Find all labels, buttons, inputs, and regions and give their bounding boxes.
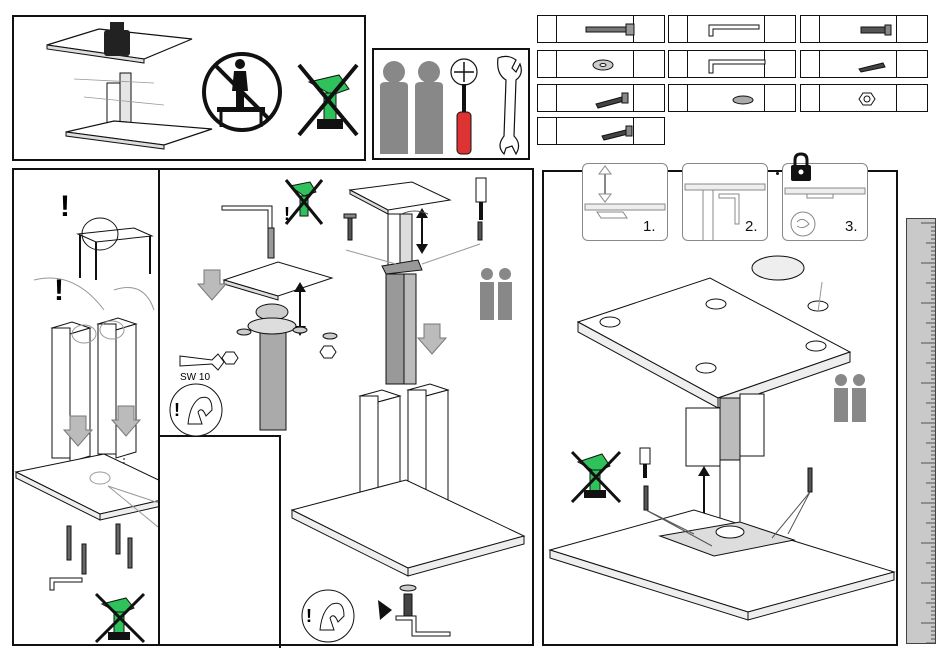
lock-step-1-illustration (583, 164, 669, 242)
ruler-ticks (907, 219, 936, 644)
screw-icon (558, 120, 638, 144)
no-standing-icon (204, 54, 280, 130)
person-icon (415, 61, 443, 154)
lock-step-2-label: 2. (745, 218, 758, 235)
person-icon (380, 61, 408, 154)
hardware-cell-hex-key-short (668, 15, 796, 43)
hardware-cell-nut (800, 84, 928, 112)
lock-step-1-label: 1. (643, 218, 656, 235)
no-drill-icon (286, 180, 322, 224)
screwdriver-icon (476, 178, 486, 220)
hex-key-icon (689, 18, 769, 42)
two-people-icon (834, 374, 866, 422)
hardware-cell-hex-key-long (668, 50, 796, 78)
no-drill-icon (572, 452, 620, 502)
hardware-cell-screw-long (537, 117, 665, 145)
svg-text:!: ! (60, 190, 70, 223)
hardware-cell-bolt-long (537, 15, 665, 43)
no-drill-icon (299, 65, 357, 135)
wrench-icon (498, 56, 522, 154)
hex-key-icon (689, 53, 769, 77)
lock-step-3-label: 3. (845, 218, 858, 235)
lock-disc-icon (689, 87, 769, 111)
warning-illustration (14, 17, 368, 163)
measuring-ruler (906, 218, 936, 644)
lock-step-1-box: 1. (582, 163, 668, 241)
hardware-cell-screw-wood (800, 50, 928, 78)
two-people-icon (480, 268, 512, 320)
nut-icon (821, 87, 901, 111)
bolt-icon (558, 87, 638, 111)
washer-icon (558, 53, 638, 77)
no-drill-icon (96, 594, 144, 642)
svg-text:!: ! (284, 204, 290, 224)
hardware-cell-screw-short (800, 15, 928, 43)
screw-icon (821, 18, 901, 42)
step3-illustration (544, 172, 900, 648)
wrench-size-label: SW 10 (180, 372, 210, 383)
hardware-cell-bolt-medium (537, 84, 665, 112)
tools-panel (372, 48, 530, 160)
screwdriver-icon (640, 448, 650, 478)
step2-illustration: ! SW 10 ! (160, 170, 536, 648)
screw-icon (821, 53, 901, 77)
bolt-icon (558, 18, 638, 42)
lock-icon (788, 152, 814, 182)
step2-panel: ! SW 10 ! (158, 168, 534, 646)
svg-text:!: ! (306, 606, 312, 626)
screwdriver-icon (451, 59, 477, 154)
lock-step-2-box: 2. (682, 163, 768, 241)
warning-panel (12, 15, 366, 161)
tools-illustration (374, 50, 532, 162)
hardware-cell-washer (537, 50, 665, 78)
svg-text:!: ! (174, 400, 180, 420)
hardware-cell-lock-disc (668, 84, 796, 112)
separator-dot (776, 172, 779, 175)
